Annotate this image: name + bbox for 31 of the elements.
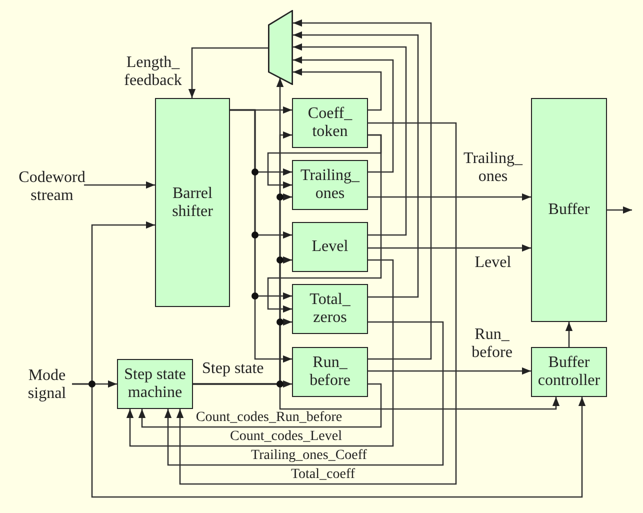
process-box: Run_ before [292, 347, 368, 397]
connector-arrow [126, 259, 394, 447]
connector-arrow [293, 56, 394, 173]
signal-label: Mode signal [22, 365, 72, 405]
connector-arrow [193, 383, 560, 410]
process-box: Step state machine [117, 359, 193, 409]
connector-arrow [84, 181, 155, 189]
connector-arrow [368, 244, 531, 252]
connector-arrow [293, 31, 419, 298]
connector-arrow [267, 134, 382, 313]
connector-arrow [293, 19, 432, 360]
connector-arrow [176, 122, 457, 485]
process-box: Barrel shifter [155, 98, 230, 307]
process-box: Trailing_ ones [292, 160, 368, 210]
connector-arrow [368, 367, 531, 375]
connector-arrow [293, 43, 407, 236]
connector-arrow [188, 47, 268, 98]
connector-arrow [164, 321, 444, 466]
process-box: Total_ zeros [292, 284, 368, 334]
connector-arrow [565, 322, 573, 347]
process-box: Buffer controller [531, 347, 607, 397]
signal-label: Codeword stream [20, 168, 84, 206]
process-box: Level [292, 222, 368, 272]
connector-arrow [607, 206, 632, 214]
connector-arrow [138, 383, 382, 428]
connector-arrow [368, 193, 531, 201]
connector-arrow [230, 109, 292, 363]
connector-arrow [72, 383, 586, 498]
process-box: Coeff_ token [292, 98, 368, 148]
connector-arrow [293, 68, 382, 111]
process-box: Buffer [531, 98, 607, 322]
